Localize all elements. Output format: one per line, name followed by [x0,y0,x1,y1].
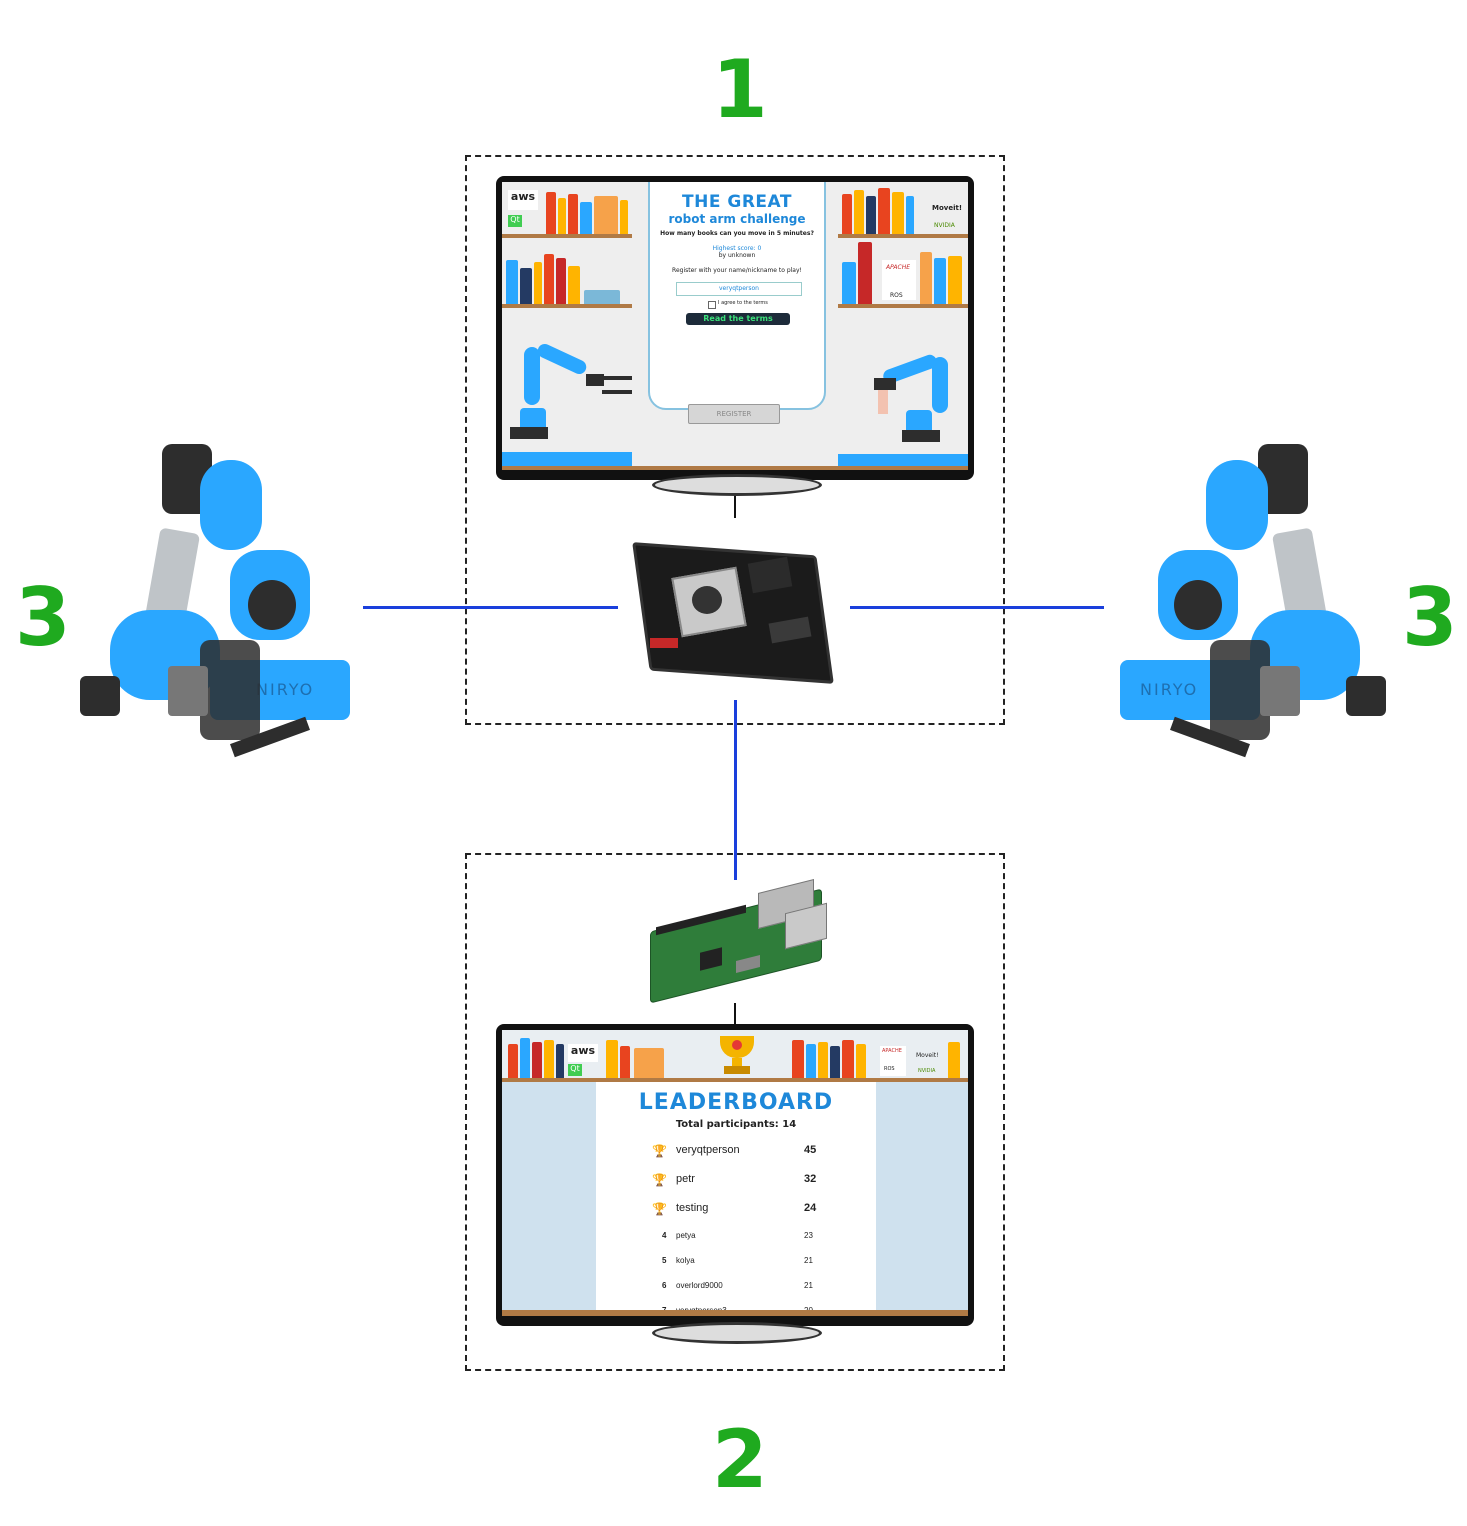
registration-screen: aws Qt Moveit! NVIDIA APACHE ROS [502,182,968,470]
name-input[interactable]: veryqtperson [676,282,802,296]
silver-trophy-icon: 🏆 [652,1173,667,1187]
qt-logo: Qt [508,215,522,227]
agree-checkbox[interactable] [708,301,716,309]
leaderboard-trophy-icon [712,1036,762,1076]
lb-apache-logo: APACHE [882,1048,902,1054]
gold-trophy-icon: 🏆 [652,1144,667,1158]
robot-arm-left: NIRYO [80,440,360,770]
leaderboard-panel: LEADERBOARD Total participants: 14 🏆 ver… [596,1082,876,1316]
question-text: How many books can you move in 5 minutes… [660,230,814,237]
nvidia-logo: NVIDIA [934,222,955,229]
connector-left [363,606,618,609]
title-the-great: THE GREAT [682,192,792,212]
raspberry-pi [640,879,835,1004]
label-1: 1 [712,43,768,136]
register-button[interactable]: REGISTER [688,404,780,424]
lb-qt-logo: Qt [568,1064,582,1076]
robot-arm-right: NIRYO [1110,440,1390,770]
label-3-left: 3 [15,571,71,664]
moveit-logo: Moveit! [932,204,963,212]
cable-top-monitor [734,490,736,518]
lb-nvidia-logo: NVIDIA [918,1068,936,1074]
bottom-monitor: aws Qt APACHE ROS Moveit! NVIDIA LEADERB… [496,1024,974,1326]
leaderboard-screen: aws Qt APACHE ROS Moveit! NVIDIA LEADERB… [502,1030,968,1316]
total-participants: Total participants: 14 [675,1119,797,1130]
label-3-right: 3 [1402,571,1458,664]
register-prompt: Register with your name/nickname to play… [672,267,802,274]
connector-right [850,606,1104,609]
cable-bottom-monitor [734,1003,736,1025]
registration-panel: THE GREAT robot arm challenge How many b… [648,182,826,410]
title-robot-arm-challenge: robot arm challenge [668,212,806,226]
lb-aws-logo: aws [568,1044,598,1062]
lb-moveit-logo: Moveit! [916,1052,939,1059]
by-unknown: by unknown [718,252,756,259]
highest-score: Highest score: 0 [712,245,762,252]
bottom-monitor-stand [652,1322,822,1344]
ros-logo: ROS [890,292,903,299]
top-monitor-stand [652,474,822,496]
niryo-brand: NIRYO [256,680,315,699]
apache-logo: APACHE [886,264,911,271]
jetson-board [620,520,850,700]
leaderboard-title: LEADERBOARD [638,1090,834,1115]
connector-vertical [734,700,737,880]
agree-label: I agree to the terms [718,300,768,306]
read-terms-button[interactable]: Read the terms [686,313,790,325]
label-2: 2 [712,1413,768,1506]
lb-ros-logo: ROS [884,1066,895,1072]
aws-logo: aws [508,190,538,210]
niryo-brand-right: NIRYO [1140,680,1199,699]
top-monitor: aws Qt Moveit! NVIDIA APACHE ROS [496,176,974,480]
bronze-trophy-icon: 🏆 [652,1202,667,1216]
